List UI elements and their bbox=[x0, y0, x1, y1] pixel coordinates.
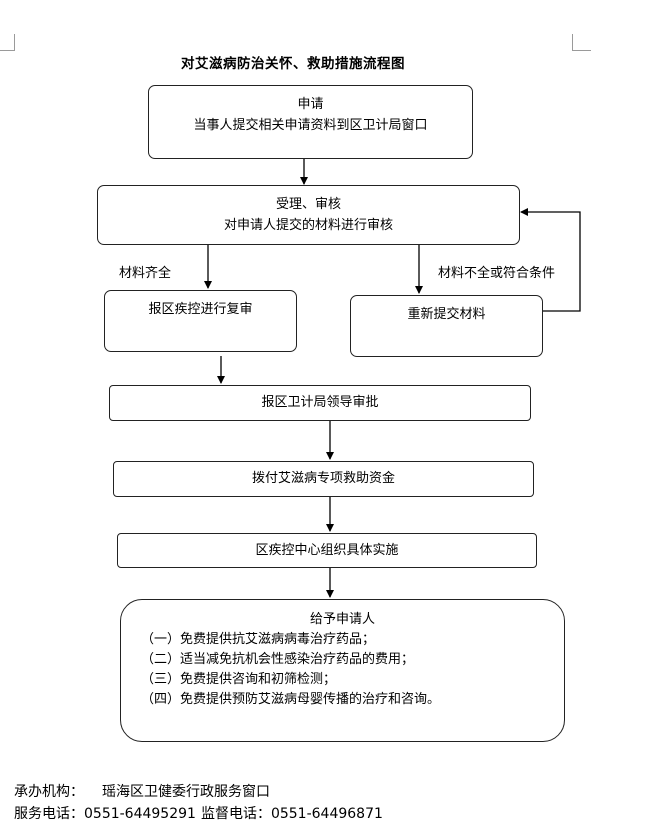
footer-organizer-value: 瑶海区卫健委行政服务窗口 bbox=[102, 784, 270, 800]
step-review: 受理、审核 对申请人提交的材料进行审核 bbox=[97, 185, 520, 245]
grant-item-3: （三）免费提供咨询和初筛检测； bbox=[141, 672, 337, 687]
step-apply: 申请 当事人提交相关申请资料到区卫计局窗口 bbox=[148, 85, 473, 159]
footer-service-phone: 0551-64495291 bbox=[84, 806, 196, 822]
step-leader-approval-label: 报区卫计局领导审批 bbox=[261, 395, 379, 410]
step-leader-approval: 报区卫计局领导审批 bbox=[109, 385, 531, 421]
step-cdc-review-label: 报区疾控进行复审 bbox=[148, 302, 253, 317]
step-grant: 给予申请人 （一）免费提供抗艾滋病病毒治疗药品； （二）适当减免抗机会性感染治疗… bbox=[120, 599, 565, 742]
footer-organizer: 承办机构： 瑶海区卫健委行政服务窗口 bbox=[14, 781, 270, 801]
step-cdc-review: 报区疾控进行复审 bbox=[104, 290, 297, 352]
grant-item-2: （二）适当减免抗机会性感染治疗药品的费用； bbox=[141, 652, 415, 667]
step-implement-label: 区疾控中心组织具体实施 bbox=[255, 543, 399, 558]
grant-item-4: （四）免费提供预防艾滋病母婴传播的治疗和咨询。 bbox=[141, 692, 441, 707]
step-grant-heading: 给予申请人 bbox=[309, 612, 375, 627]
branch-label-incomplete: 材料不全或符合条件 bbox=[438, 266, 556, 281]
step-implement: 区疾控中心组织具体实施 bbox=[117, 533, 537, 568]
branch-label-complete: 材料齐全 bbox=[119, 266, 172, 281]
step-resubmit-label: 重新提交材料 bbox=[407, 307, 486, 322]
flowchart-title: 对艾滋病防治关怀、救助措施流程图 bbox=[181, 56, 405, 72]
step-review-detail: 对申请人提交的材料进行审核 bbox=[223, 218, 393, 233]
arrow-resubmit-back-to-review bbox=[520, 208, 581, 312]
footer-supervise-phone-label: 监督电话： bbox=[200, 806, 271, 822]
step-funding: 拨付艾滋病专项救助资金 bbox=[113, 461, 534, 497]
grant-item-1: （一）免费提供抗艾滋病病毒治疗药品； bbox=[141, 632, 376, 647]
page-corner-mark-left bbox=[0, 34, 15, 51]
step-resubmit: 重新提交材料 bbox=[350, 295, 543, 357]
step-apply-detail: 当事人提交相关申请资料到区卫计局窗口 bbox=[193, 118, 428, 133]
step-review-heading: 受理、审核 bbox=[275, 197, 341, 212]
footer-supervise-phone: 0551-64496871 bbox=[270, 806, 383, 822]
page-corner-mark-right bbox=[572, 34, 591, 51]
footer-service-phone-label: 服务电话： bbox=[14, 806, 84, 822]
step-apply-heading: 申请 bbox=[297, 97, 324, 112]
step-funding-label: 拨付艾滋病专项救助资金 bbox=[251, 471, 395, 486]
footer-organizer-label: 承办机构： bbox=[14, 784, 84, 800]
